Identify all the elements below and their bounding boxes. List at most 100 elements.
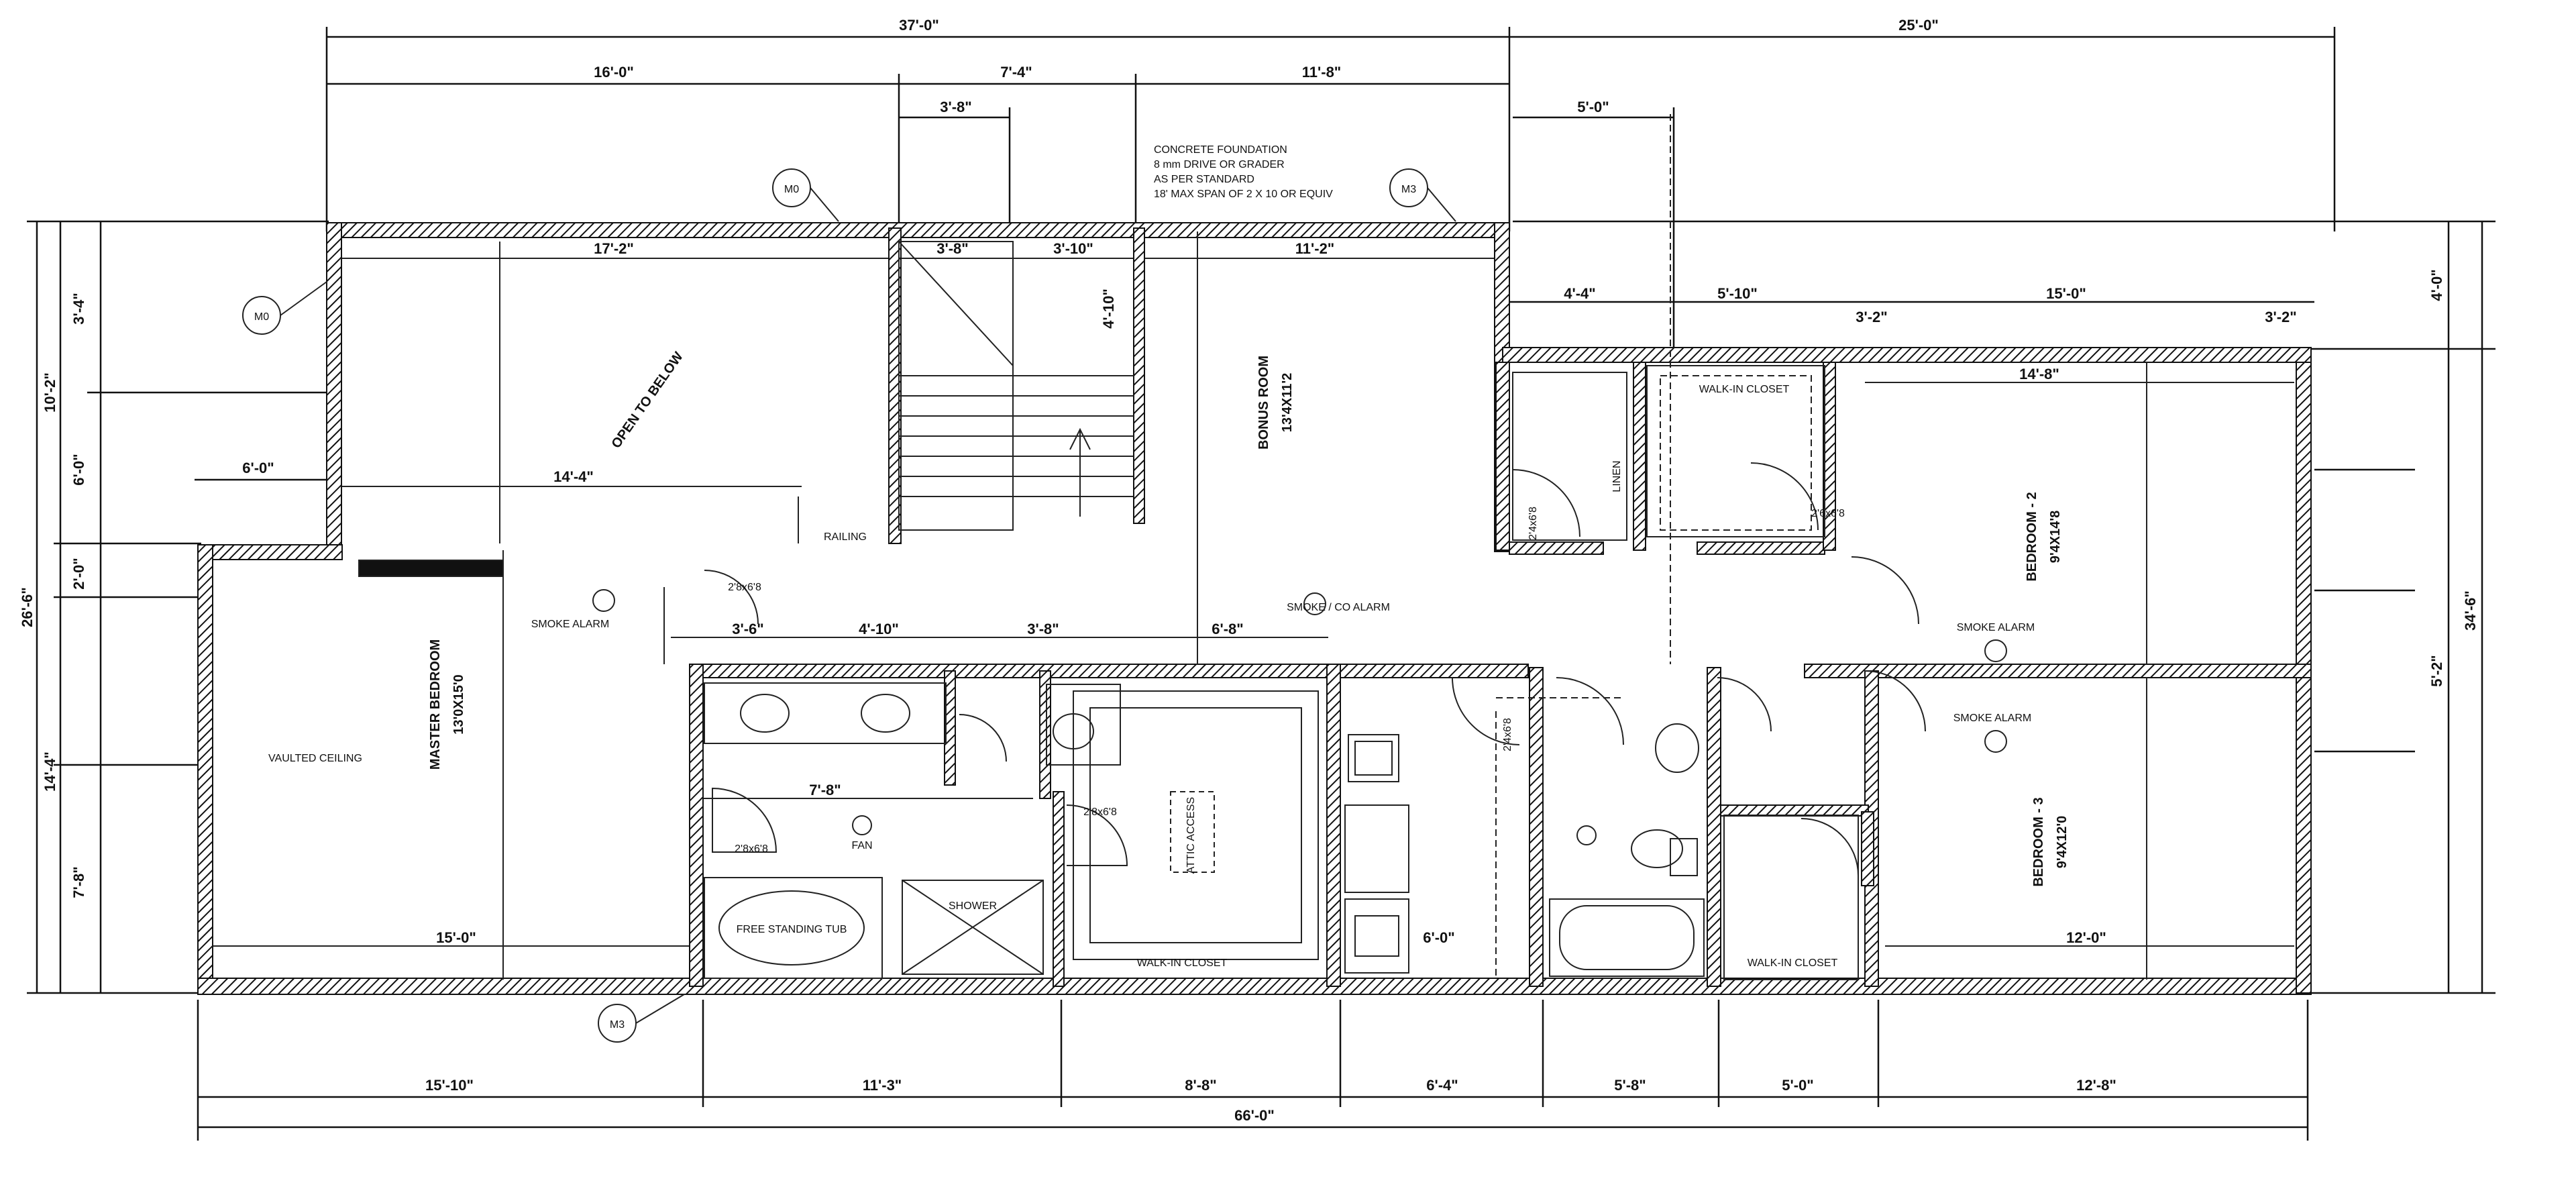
stairs — [898, 241, 1134, 531]
dim-left-overall: 26'-6" — [19, 587, 36, 627]
label-attic-access: ATTIC ACCESS — [1185, 797, 1197, 874]
dim-bonus-width: 11'-2" — [1295, 240, 1334, 257]
label-door-6: 2'4x6'8 — [1502, 718, 1513, 751]
ensuite-fixtures — [704, 682, 1121, 979]
dim-bottom-2: 11'-3" — [863, 1077, 902, 1094]
dim-bottom-3: 8'-8" — [1185, 1077, 1216, 1094]
label-master-size: 13'0X15'0 — [451, 674, 466, 735]
dim-master-bottom: 15'-0" — [436, 929, 476, 946]
label-open-to-below: OPEN TO BELOW — [608, 350, 686, 452]
label-bedroom-2-size: 9'4X14'8 — [2048, 511, 2063, 563]
structural-note-2: 8 mm DRIVE OR GRADER — [1154, 159, 1285, 170]
label-bedroom-3-size: 9'4X12'0 — [2055, 816, 2070, 868]
dim-top-overall-left: 37'-0" — [899, 17, 939, 34]
main-bath-fixtures — [1549, 723, 1705, 977]
dim-right-1: 4'-4" — [1564, 285, 1595, 302]
dim-right-4: 3'-2" — [1856, 309, 1887, 325]
interior-lines — [502, 231, 2147, 980]
marker-label: M0 — [254, 311, 269, 323]
laundry-fixtures — [1344, 734, 1409, 974]
label-smoke-co-alarm: SMOKE / CO ALARM — [1287, 602, 1390, 613]
label-bonus-size: 13'4X11'2 — [1280, 373, 1295, 433]
dim-left-d: 2'-0" — [70, 558, 87, 589]
dim-bottom-overall: 66'-0" — [1234, 1107, 1275, 1124]
door-swings — [704, 462, 1926, 876]
dim-left-c: 6'-0" — [70, 454, 87, 485]
dim-open-bottom: 14'-4" — [553, 468, 594, 485]
dim-bottom-4: 6'-4" — [1426, 1077, 1458, 1094]
label-smoke-alarm-3: SMOKE ALARM — [1953, 713, 2031, 724]
dim-bottom-5: 5'-8" — [1614, 1077, 1646, 1094]
dim-mid-1: 3'-6" — [732, 621, 763, 637]
closet-outlines — [1495, 114, 1859, 980]
dim-right-5: 3'-2" — [2265, 309, 2296, 325]
dim-mid-4: 6'-8" — [1212, 621, 1243, 637]
dim-mid-2: 4'-10" — [859, 621, 899, 637]
label-walkin-bottom: WALK-IN CLOSET — [1748, 957, 1838, 969]
label-door-4: 2'8x6'8 — [728, 582, 761, 593]
dim-stair-3: 4'-10" — [1100, 289, 1117, 329]
label-vaulted-ceiling: VAULTED CEILING — [268, 753, 362, 764]
label-fan: FAN — [851, 840, 872, 851]
structural-note-1: CONCRETE FOUNDATION — [1154, 144, 1287, 156]
dim-bedroom2-width: 14'-8" — [2019, 366, 2059, 382]
label-linen: LINEN — [1611, 460, 1623, 492]
label-railing: RAILING — [824, 531, 867, 543]
structural-note-3: AS PER STANDARD — [1154, 174, 1254, 185]
alarm-symbols — [592, 589, 2007, 845]
dim-left-b: 10'-2" — [42, 372, 58, 413]
dim-stair-1: 3'-8" — [936, 240, 968, 257]
dim-laundry: 6'-0" — [1423, 929, 1454, 946]
dim-right-3: 15'-0" — [2046, 285, 2086, 302]
dim-top-overall-right: 25'-0" — [1898, 17, 1939, 34]
label-door-5: 2'4x6'8 — [1527, 507, 1539, 540]
label-bonus-room: BONUS ROOM — [1256, 356, 1271, 450]
dim-left-a: 3'-4" — [70, 293, 87, 324]
dim-left-e: 14'-4" — [42, 751, 58, 792]
structural-note-4: 18' MAX SPAN OF 2 X 10 OR EQUIV — [1154, 189, 1333, 200]
dim-stair-2: 3'-10" — [1053, 240, 1093, 257]
dim-right-a: 4'-0" — [2428, 269, 2445, 301]
dim-ensuite: 7'-8" — [809, 782, 841, 798]
dim-right-overall: 34'-6" — [2462, 590, 2479, 631]
label-walkin-top: WALK-IN CLOSET — [1699, 384, 1790, 395]
dim-open-top: 17'-2" — [594, 240, 634, 257]
label-door-2: 2'8x6'8 — [1083, 806, 1117, 818]
label-door-1: 2'8x6'8 — [735, 843, 768, 855]
section-markers — [242, 168, 1456, 1043]
dim-top-stair: 3'-8" — [940, 99, 971, 115]
dim-right-2: 5'-10" — [1717, 285, 1758, 302]
dim-left-f: 7'-8" — [70, 866, 87, 898]
top-dimension-lines — [325, 27, 2336, 349]
dim-bottom-1: 15'-10" — [425, 1077, 474, 1094]
dim-right-b: 5'-2" — [2428, 655, 2445, 686]
dim-top-seg2: 7'-4" — [1000, 64, 1032, 81]
dim-mid-3: 3'-8" — [1027, 621, 1059, 637]
dim-top-seg1: 16'-0" — [594, 64, 634, 81]
open-to-below-lines — [358, 242, 504, 577]
marker-label: M0 — [784, 184, 799, 195]
label-smoke-alarm-1: SMOKE ALARM — [531, 619, 609, 630]
marker-label: M3 — [1401, 184, 1416, 195]
label-bedroom-2: BEDROOM - 2 — [2025, 492, 2039, 581]
dim-bedroom3-bottom: 12'-0" — [2066, 929, 2106, 946]
dim-top-seg3: 11'-8" — [1302, 64, 1341, 81]
dim-left-a: 6'-0" — [242, 460, 274, 476]
label-shower: SHOWER — [949, 900, 997, 912]
walkin-closet-fixtures — [1073, 690, 1319, 960]
walls — [197, 222, 2312, 995]
label-door-3: 2'6x6'8 — [1811, 508, 1845, 519]
dim-top-right: 5'-0" — [1577, 99, 1609, 115]
label-bedroom-3: BEDROOM - 3 — [2031, 797, 2046, 886]
label-smoke-alarm-2: SMOKE ALARM — [1957, 622, 2035, 633]
marker-label: M3 — [610, 1019, 625, 1031]
right-dimension-lines — [1509, 220, 2496, 994]
label-free-standing-tub: FREE STANDING TUB — [737, 924, 847, 935]
bottom-dimension-lines — [197, 1000, 2309, 1141]
left-dimension-lines — [27, 220, 329, 994]
label-master-bedroom: MASTER BEDROOM — [428, 639, 443, 770]
dim-bottom-7: 12'-8" — [2076, 1077, 2116, 1094]
dim-bottom-6: 5'-0" — [1782, 1077, 1813, 1094]
label-walkin-main: WALK-IN CLOSET — [1137, 957, 1228, 969]
